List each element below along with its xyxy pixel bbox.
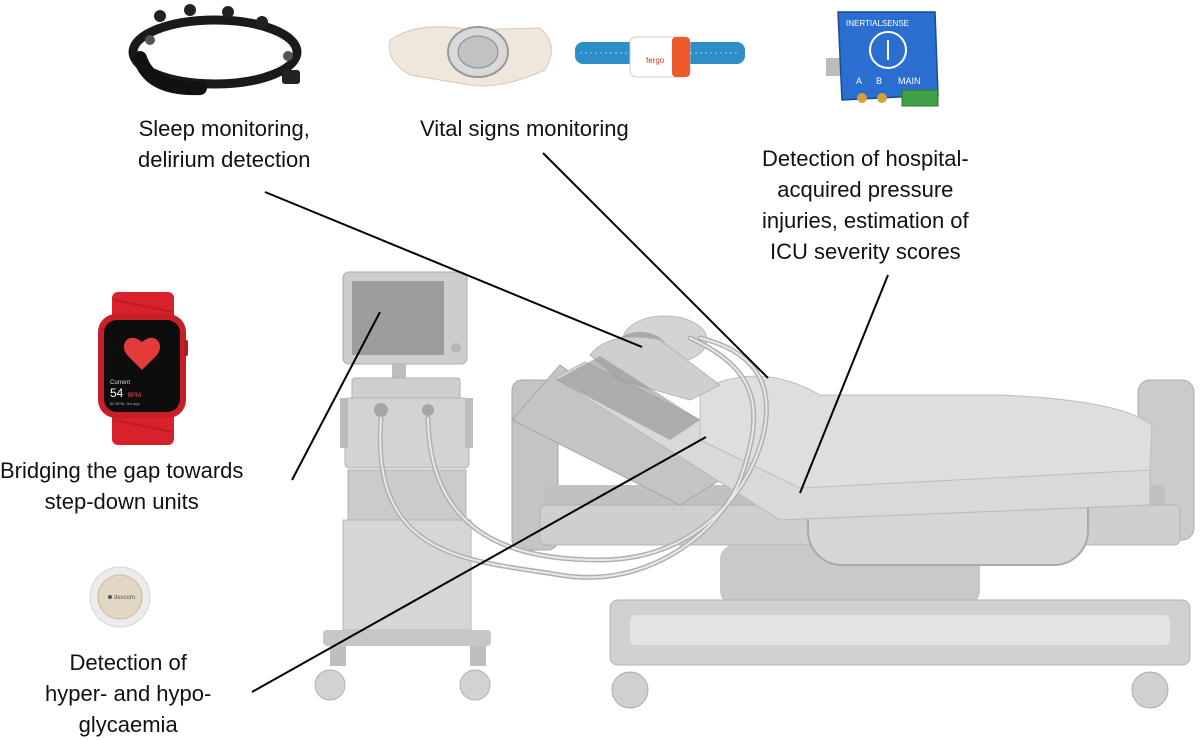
inertial-sensor-icon: INERTIALSENSE A B MAIN [826,11,939,107]
label-line: delirium detection [138,147,311,172]
label-line: Detection of hospital- [762,146,969,171]
imu-port-a: A [856,76,862,86]
smartwatch-icon: Current 54 BPM 60 BPM, 3m ago [98,292,188,445]
watch-caption: Current [110,380,130,386]
label-glycaemia: Detection of hyper- and hypo- glycaemia [45,647,211,740]
ventilator-cart [314,271,491,701]
callout-lines [251,152,889,693]
label-line: ICU severity scores [769,239,961,264]
imu-brand: INERTIALSENSE [846,19,909,28]
label-line: hyper- and hypo- [45,681,212,706]
callout-line-vital [542,152,769,379]
label-line: Sleep monitoring, [138,116,310,141]
imu-port-main: MAIN [898,76,921,86]
callout-line-glycaemia [251,436,707,693]
label-line: step-down units [44,489,199,514]
label-pressure-injuries: Detection of hospital- acquired pressure… [762,143,969,267]
arm-band-brand: fergo [646,56,665,65]
callout-line-sleep [264,191,643,348]
hospital-bed [511,361,1195,709]
watch-subcaption: 60 BPM, 3m ago [110,401,141,406]
watch-value: 54 [110,386,124,400]
label-line: injuries, estimation of [762,208,969,233]
label-line: glycaemia [78,712,178,737]
imu-port-b: B [876,76,882,86]
cgm-brand: dexcom [114,595,135,601]
patch-sensor-icon [388,26,552,87]
label-line: acquired pressure [777,177,954,202]
callout-line-bridging [291,311,381,481]
label-line: Detection of [69,650,187,675]
cgm-sensor-icon: dexcom [89,566,151,628]
arm-band-icon: fergo [575,36,745,78]
label-bridging-gap: Bridging the gap towards step-down units [0,455,243,517]
label-vital-signs: Vital signs monitoring [420,113,629,144]
label-line: Bridging the gap towards [0,458,244,483]
label-sleep-monitoring: Sleep monitoring, delirium detection [138,113,310,175]
watch-unit: BPM [128,393,141,399]
eeg-headset-icon [128,4,302,96]
callout-line-pressure [799,274,889,494]
label-line: Vital signs monitoring [420,116,629,141]
